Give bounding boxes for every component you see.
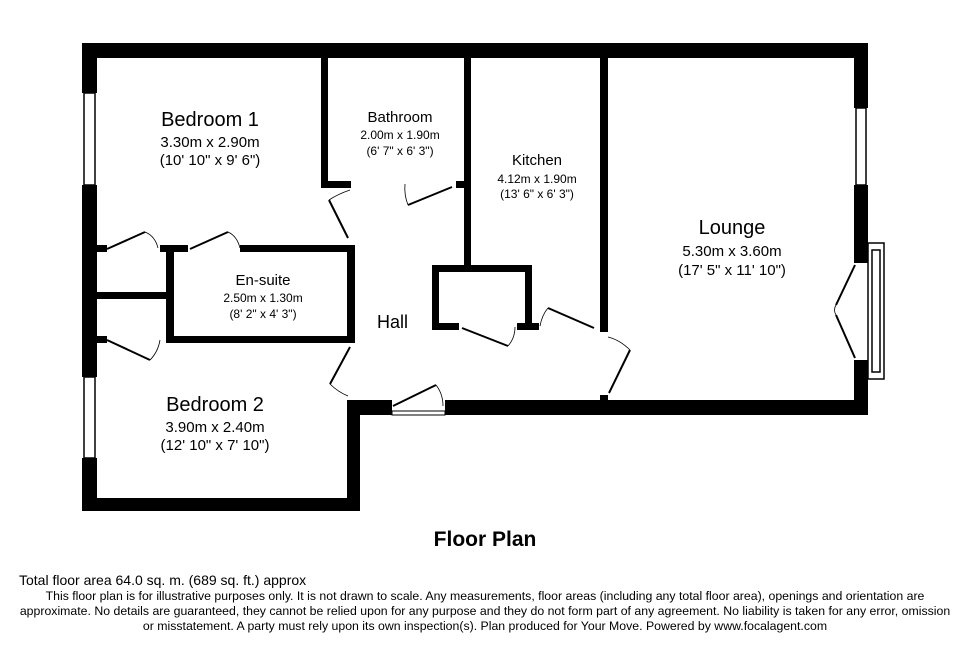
wall-hall-step [347,400,360,511]
wall-cpd-top [97,292,174,299]
wall-kitchen-right [600,55,608,332]
wall-lounge-stub [600,395,608,405]
kitchen-name: Kitchen [511,152,563,169]
wall-cupboard-left [432,265,439,330]
door-cupboard-b1 [106,231,146,250]
wall-ensuite-bottom [166,336,355,343]
ensuite-name: En-suite [235,272,291,289]
bedroom2-metric: 3.90m x 2.40m [165,419,265,436]
disclaimer: This floor plan is for illustrative purp… [19,589,951,633]
wall-bottom-right [445,400,868,415]
door-ensuite [189,231,229,250]
wall-cupboard-btm-a [432,323,459,330]
door-front [392,384,437,407]
wall-left-lower [82,458,97,511]
door-cupboard-b2 [106,339,151,361]
lounge-name: Lounge [698,217,766,239]
wall-kitchen-left [464,55,471,270]
door-lounge [608,349,631,394]
wall-bath-bottom-a [321,181,351,188]
bedroom2-name: Bedroom 2 [166,394,264,416]
wall-bath-bottom-b [456,181,468,188]
hall-name: Hall [376,312,408,332]
bathroom-imperial: (6' 7" x 6' 3") [366,144,434,158]
window-bedroom2 [83,376,96,459]
window-bedroom1 [83,92,96,186]
front-door-threshold [391,410,446,416]
wall-cupboard-top [432,265,532,272]
bathroom-metric: 2.00m x 1.90m [360,128,440,142]
kitchen-imperial: (13' 6" x 6' 3") [500,187,574,201]
bathroom-name: Bathroom [367,109,433,126]
door-bathroom [407,186,453,206]
door-bedroom1 [328,199,349,239]
lounge-imperial: (17' 5" x 11' 10") [678,262,786,279]
bedroom1-metric: 3.30m x 2.90m [160,134,260,151]
windows [83,92,885,459]
wall-left-mid [82,185,97,377]
wall-right-top [854,43,868,108]
wall-cupboard-right [525,265,532,330]
bedroom1-name: Bedroom 1 [161,109,259,131]
door-bay-lower [835,314,856,359]
door-kitchen [547,307,595,329]
wall-top [82,43,868,58]
door-cupboard-hall [461,327,509,347]
wall-bath-left [321,55,328,188]
wall-ensuite-right [347,245,355,343]
window-lounge [855,107,867,186]
door-bedroom2 [329,346,351,385]
wall-right-mid [854,185,868,263]
wall-cupboard-btm-b [517,323,539,330]
wall-bottom-hall [347,400,392,415]
window-bay-inner [871,249,881,373]
kitchen-metric: 4.12m x 1.90m [497,172,577,186]
wall-b1-stub [97,245,107,252]
wall-right-low [854,360,868,415]
bedroom1-imperial: (10' 10" x 9' 6") [159,152,261,169]
ensuite-imperial: (8' 2" x 4' 3") [229,307,297,321]
wall-left-upper [82,43,97,93]
doors [106,183,856,407]
wall-ensuite-top [240,245,355,252]
bedroom2-imperial: (12' 10" x 7' 10") [160,437,270,454]
wall-bottom-left [82,498,360,511]
plan-title: Floor Plan [433,528,537,551]
walls [82,43,868,511]
wall-cpd-btm-stub [97,336,107,343]
lounge-metric: 5.30m x 3.60m [682,243,782,260]
door-bay-upper [835,264,856,306]
total-area: Total floor area 64.0 sq. m. (689 sq. ft… [19,572,307,588]
ensuite-metric: 2.50m x 1.30m [223,291,303,305]
